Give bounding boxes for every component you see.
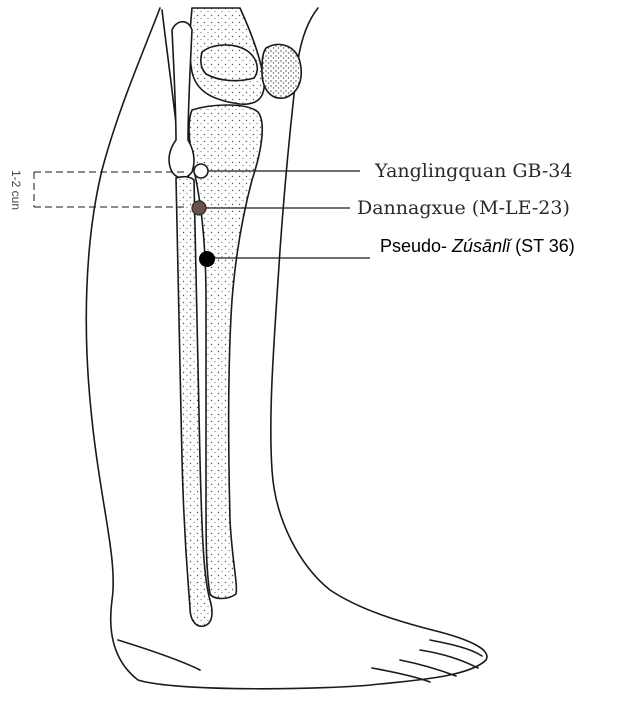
zusanli-label-suffix: (ST 36) bbox=[510, 236, 575, 256]
measurement-label: 1-2 cun bbox=[9, 170, 23, 210]
measurement-bracket: 1-2 cun bbox=[9, 170, 188, 210]
dannangxue-point bbox=[192, 201, 206, 215]
dannangxue-label: Dannagxue (M-LE-23) bbox=[357, 197, 570, 219]
point-labels: Yanglingquan GB-34 Dannagxue (M-LE-23) P… bbox=[357, 160, 575, 256]
toes bbox=[372, 640, 482, 682]
zusanli-point bbox=[199, 251, 215, 267]
yanglingquan-label: Yanglingquan GB-34 bbox=[374, 160, 572, 182]
zusanli-label: Pseudo- Zúsānlǐ (ST 36) bbox=[380, 236, 575, 256]
yanglingquan-point bbox=[194, 164, 208, 178]
femur-knee bbox=[190, 8, 302, 104]
zusanli-label-prefix: Pseudo- bbox=[380, 236, 452, 256]
leg-outline bbox=[86, 8, 487, 689]
zusanli-label-italic: Zúsānlǐ bbox=[451, 236, 513, 256]
